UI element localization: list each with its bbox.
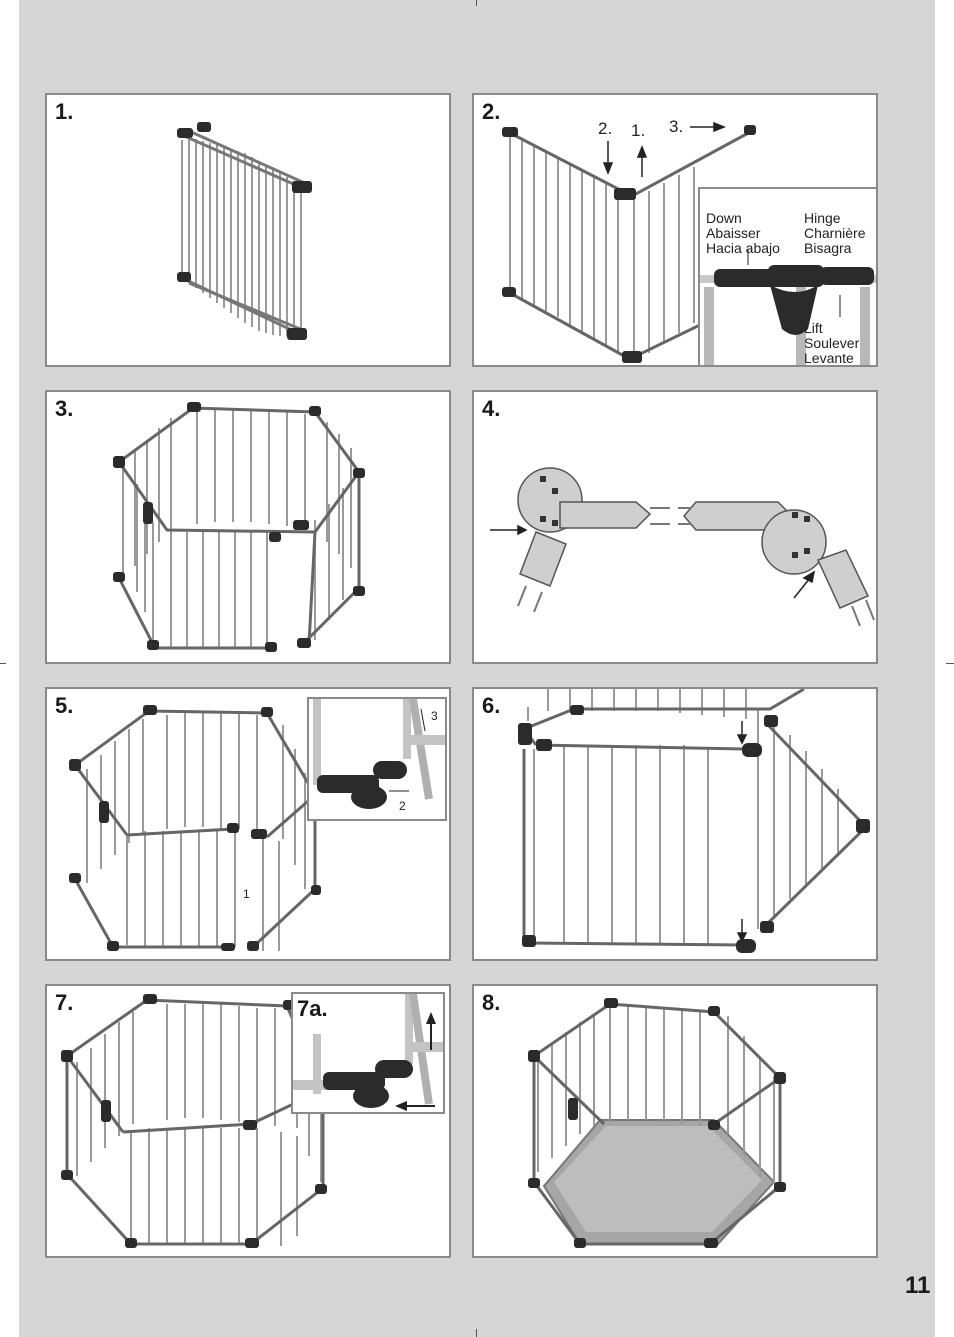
step-2-number: 2. xyxy=(482,99,501,124)
crop-mark-left xyxy=(0,663,6,664)
crop-mark-bottom xyxy=(476,1329,477,1337)
hinge-closeup xyxy=(700,249,876,365)
folded-gate-illustration xyxy=(177,122,312,340)
step-8-number: 8. xyxy=(482,990,501,1015)
step-7a-label: 7a. xyxy=(297,996,328,1021)
annotation-3: 3. xyxy=(669,117,684,136)
inset-marker-2: 2 xyxy=(399,799,406,813)
step-5-number: 5. xyxy=(55,693,74,718)
step-5-inset: 3 2 xyxy=(307,697,447,821)
step-3-number: 3. xyxy=(55,396,74,421)
hexagon-open-illustration xyxy=(113,402,365,652)
crop-mark-top-left xyxy=(476,0,477,6)
playpen-with-mat-illustration xyxy=(528,998,786,1248)
hexagon-closed-illustration xyxy=(61,994,327,1248)
hexagon-closing-illustration xyxy=(69,705,321,951)
step-5-marker-1: 1 xyxy=(243,887,250,901)
inset-marker-3: 3 xyxy=(431,709,438,723)
step-3-panel: 3. xyxy=(45,390,451,664)
crop-mark-right xyxy=(946,663,954,664)
step-4-number: 4. xyxy=(482,396,501,421)
step-5-panel: 5. 1 xyxy=(45,687,451,961)
step-6-panel: 6. xyxy=(472,687,878,961)
hexagon-locking-illustration xyxy=(518,689,870,953)
step-8-panel: 8. xyxy=(472,984,878,1258)
page-number: 11 xyxy=(905,1272,931,1299)
step-7a-connector-closeup xyxy=(293,994,443,1111)
gate-hinge-illustration xyxy=(502,121,756,363)
connector-closeup-illustration xyxy=(490,467,875,627)
step-1-panel: 1. xyxy=(45,93,451,367)
step-6-number: 6. xyxy=(482,693,501,718)
step-2-panel: 2. 2. 1. 3. xyxy=(472,93,878,367)
step-7-panel: 7. xyxy=(45,984,451,1258)
step-5-connector-closeup xyxy=(313,699,445,809)
annotation-1: 1. xyxy=(631,121,646,140)
step-4-panel: 4. xyxy=(472,390,878,664)
annotation-2: 2. xyxy=(598,119,613,138)
step-1-number: 1. xyxy=(55,99,74,124)
step-7-number: 7. xyxy=(55,990,74,1015)
step-7a-inset: 7a. xyxy=(291,992,445,1114)
